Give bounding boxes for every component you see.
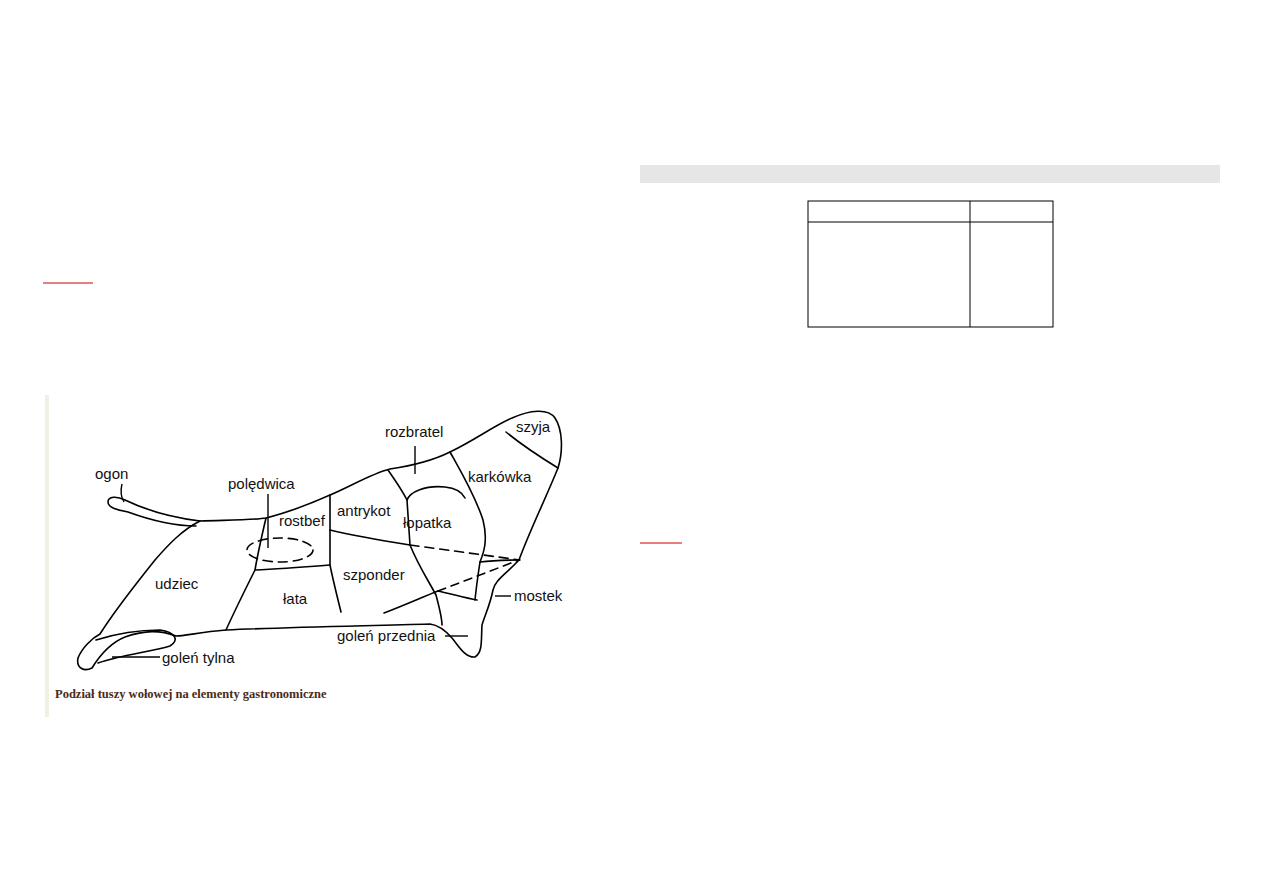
cut-line <box>506 432 558 468</box>
part-name: szyja <box>516 418 550 436</box>
cut-line <box>226 518 266 630</box>
part-name: udziec <box>155 575 198 593</box>
part-name: rozbratel <box>385 423 443 441</box>
cut-line <box>255 565 330 570</box>
cut-line <box>388 470 442 625</box>
part-name: szponder <box>343 566 405 584</box>
cut-line <box>384 591 477 613</box>
grey-band <box>640 165 1220 183</box>
tail <box>108 497 200 526</box>
red-mark <box>43 282 93 283</box>
leader-line <box>112 656 160 657</box>
part-name: karkówka <box>468 468 531 486</box>
part-name: łopatka <box>403 514 451 532</box>
tenderloin-outline <box>247 538 313 562</box>
leader-line <box>445 635 468 636</box>
leader-line <box>495 595 511 596</box>
part-name: antrykot <box>337 502 390 520</box>
part-name: łata <box>283 590 307 608</box>
part-name: goleń przednia <box>337 627 435 645</box>
carcass-outline <box>78 411 562 669</box>
cut-line <box>330 530 410 545</box>
part-name: goleń tylna <box>162 649 235 667</box>
dashed-cut-line <box>410 545 520 560</box>
part-name: rostbef <box>279 512 325 530</box>
leader-line <box>121 484 124 502</box>
empty-table <box>808 201 1053 327</box>
leader-line <box>414 446 415 474</box>
cut-line <box>407 487 465 500</box>
figure-caption: Podział tuszy wołowej na elementy gastro… <box>55 687 327 702</box>
part-name: mostek <box>514 587 562 605</box>
part-name: polędwica <box>228 475 295 493</box>
cut-line <box>480 560 519 562</box>
dashed-cut-line <box>438 560 519 591</box>
leader-line <box>267 494 268 548</box>
red-mark <box>640 542 682 543</box>
scan-edge <box>45 395 49 717</box>
part-name: ogon <box>95 465 128 483</box>
